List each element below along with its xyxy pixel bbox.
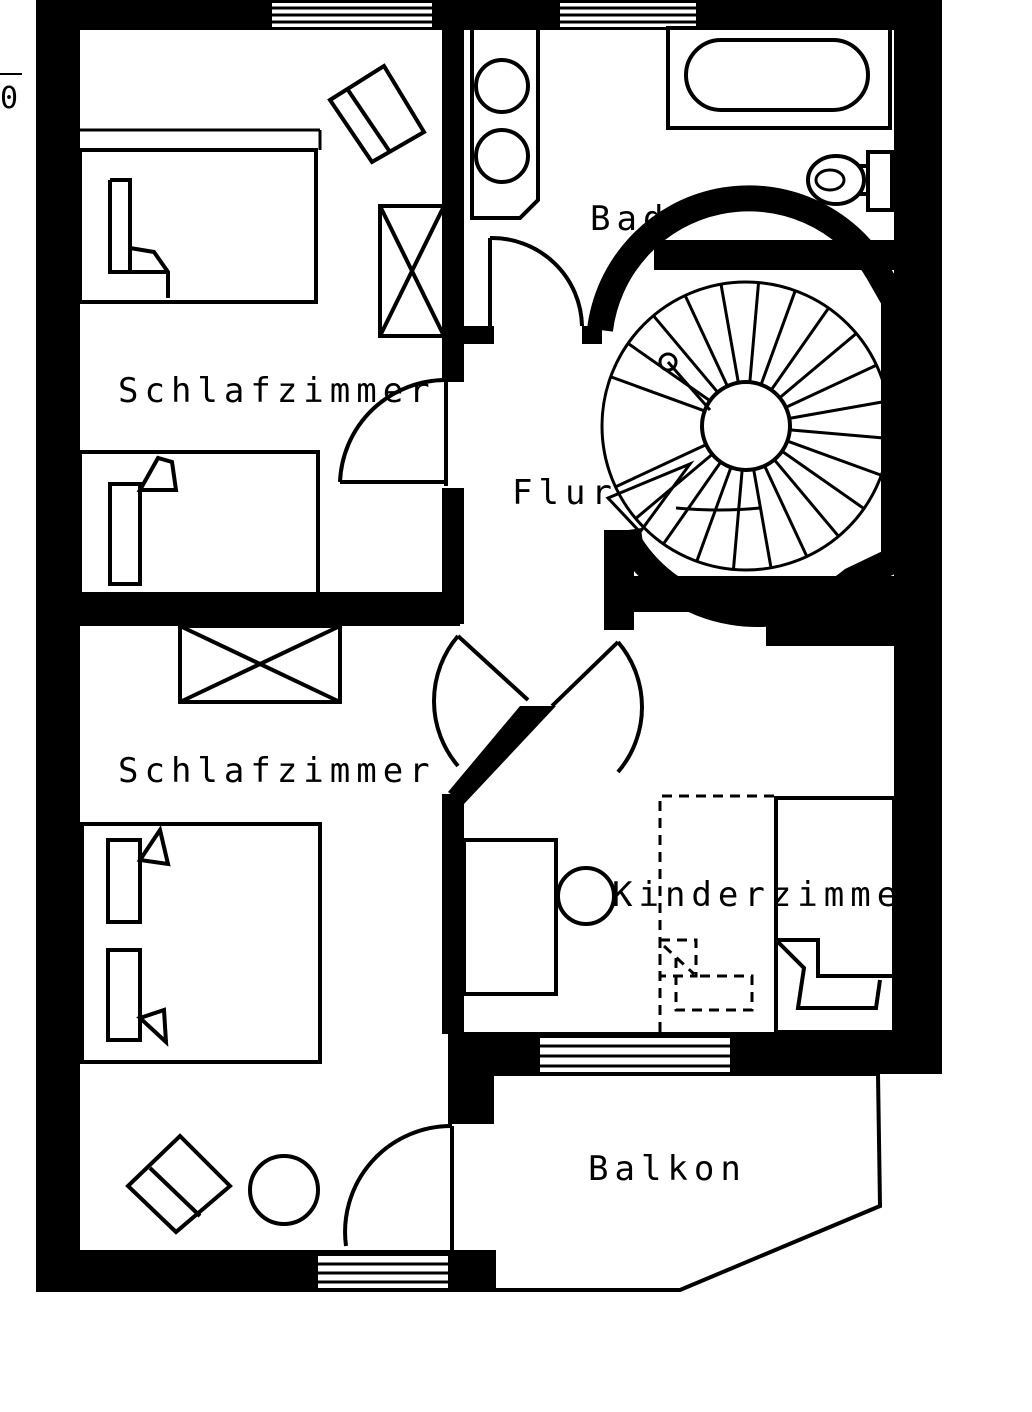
windows [272,3,730,1288]
room-label-kids-room: Kinderzimmer [612,875,930,915]
stair-tread [789,428,890,441]
stair-tread [731,469,744,570]
stair-tread [752,469,773,569]
spiral-staircase [587,185,907,627]
room-label-hall: Flur [512,473,618,513]
stair-tread [719,283,740,383]
doors [338,235,644,1250]
stair-tread [781,450,865,510]
kids-room-furniture [462,590,896,1034]
stair-tread [789,399,889,420]
stair-tread [683,294,729,387]
balcony [494,1072,883,1292]
stair-tread [614,443,707,489]
stair-tread [748,282,761,383]
bedroom-bottom-furniture [80,624,342,1235]
bedroom-top-furniture [78,63,446,598]
margin-mark: 0 [0,81,18,116]
room-label-balcony: Balkon [588,1149,747,1189]
stair-tread [770,307,830,391]
stair-tread [786,439,882,477]
stair-tread [627,342,711,402]
bath-fixtures [470,26,894,220]
stair-tread [778,332,858,399]
stair-tread [610,375,706,413]
stair-tread [652,314,719,394]
stair-tread [773,458,840,538]
stair-tread [785,363,878,409]
stair-tread [763,465,809,558]
room-label-bedroom-top: Schlafzimmer [118,371,436,411]
stair-tread [759,290,797,386]
stair-tread [695,466,733,562]
stair-tread [662,461,722,545]
room-label-bath: Bad [590,199,669,239]
room-label-bedroom-bottom: Schlafzimmer [118,751,436,791]
